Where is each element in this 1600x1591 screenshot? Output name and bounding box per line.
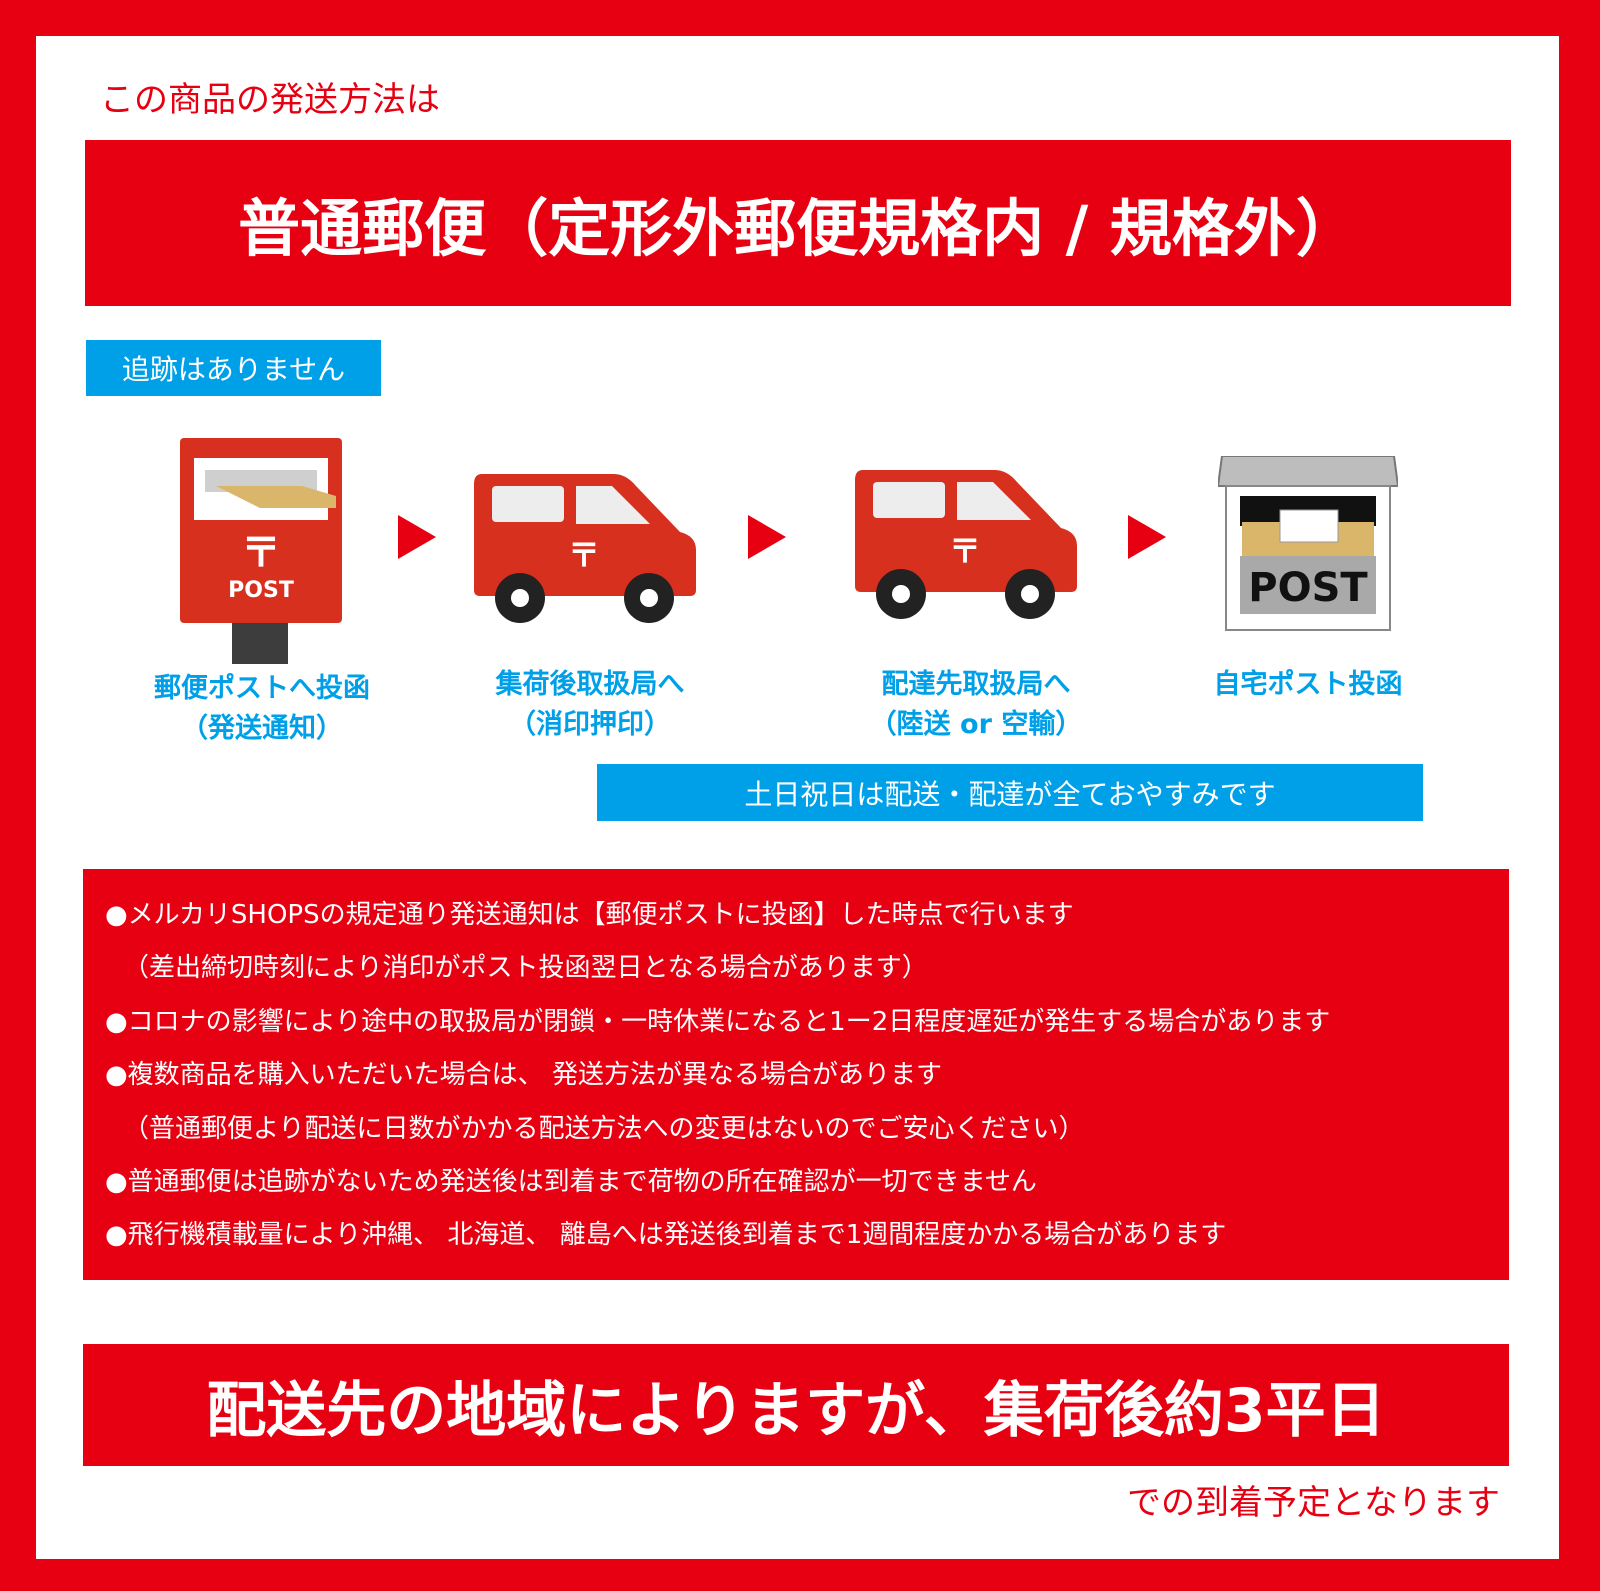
postbox-mark: 〒: [241, 530, 281, 576]
home-mailbox-icon: POST: [1218, 456, 1398, 631]
flow-arrow-3: [1128, 515, 1166, 559]
note-item: ●複数商品を購入いただいた場合は、 発送方法が異なる場合があります: [105, 1060, 942, 1091]
no-tracking-tag: 追跡はありません: [86, 340, 381, 396]
note-item: （差出締切時刻により消印がポスト投函翌日となる場合があります）: [123, 953, 928, 984]
notes-box: ●メルカリSHOPSの規定通り発送通知は【郵便ポストに投函】した時点で行います …: [83, 869, 1509, 1280]
step-1-line-1: 郵便ポストへ投函: [154, 673, 370, 704]
step-1-line-2: （発送通知）: [181, 713, 343, 744]
step-4-line-1: 自宅ポスト投函: [1213, 669, 1403, 700]
note-item: ●飛行機積載量により沖縄、 北海道、 離島へは発送後到着まで1週間程度かかる場合…: [105, 1220, 1227, 1251]
note-item: ●メルカリSHOPSの規定通り発送通知は【郵便ポストに投函】した時点で行います: [105, 900, 1074, 930]
shipping-method-title: 普通郵便（定形外郵便規格内 / 規格外）: [238, 192, 1358, 265]
delivery-estimate-text: 配送先の地域によりますが、集荷後約3平日: [206, 1375, 1386, 1446]
step-4-label: 自宅ポスト投函: [1158, 665, 1458, 705]
mail-van-icon: 〒: [855, 470, 1077, 619]
delivery-estimate-suffix: での到着予定となります: [1127, 1483, 1500, 1523]
mail-van-icon: 〒: [474, 474, 696, 623]
step-3-line-1: 配達先取扱局へ: [881, 669, 1071, 700]
holiday-notice-tag: 土日祝日は配送・配達が全ておやすみです: [597, 764, 1423, 821]
flow-arrow-2: [748, 515, 786, 559]
step-2-line-1: 集荷後取扱局へ: [495, 669, 685, 700]
intro-text: この商品の発送方法は: [100, 80, 440, 120]
step-1-label: 郵便ポストへ投函 （発送通知）: [112, 669, 412, 749]
flow-arrow-1: [398, 515, 436, 559]
note-item: ●コロナの影響により途中の取扱局が閉鎖・一時休業になると1ー2日程度遅延が発生す…: [105, 1006, 1331, 1037]
step-3-line-2: （陸送 or 空輸）: [869, 709, 1083, 740]
shipping-method-banner: 普通郵便（定形外郵便規格内 / 規格外）: [85, 140, 1511, 306]
step-2-line-2: （消印押印）: [509, 709, 671, 740]
mailbox-label: POST: [1248, 565, 1368, 611]
delivery-estimate-banner: 配送先の地域によりますが、集荷後約3平日: [83, 1344, 1509, 1466]
van-mark: 〒: [949, 532, 981, 570]
note-item: （普通郵便より配送に日数がかかる配送方法への変更はないのでご安心ください）: [123, 1113, 1085, 1144]
no-tracking-label: 追跡はありません: [121, 353, 346, 386]
note-item: ●普通郵便は追跡がないため発送後は到着まで荷物の所在確認が一切できません: [105, 1166, 1037, 1197]
postbox-icon: 〒 POST: [180, 438, 342, 664]
van-mark: 〒: [568, 536, 600, 574]
step-3-label: 配達先取扱局へ （陸送 or 空輸）: [826, 665, 1126, 745]
holiday-notice-label: 土日祝日は配送・配達が全ておやすみです: [744, 777, 1276, 811]
step-2-label: 集荷後取扱局へ （消印押印）: [440, 665, 740, 745]
postbox-label: POST: [228, 578, 294, 603]
